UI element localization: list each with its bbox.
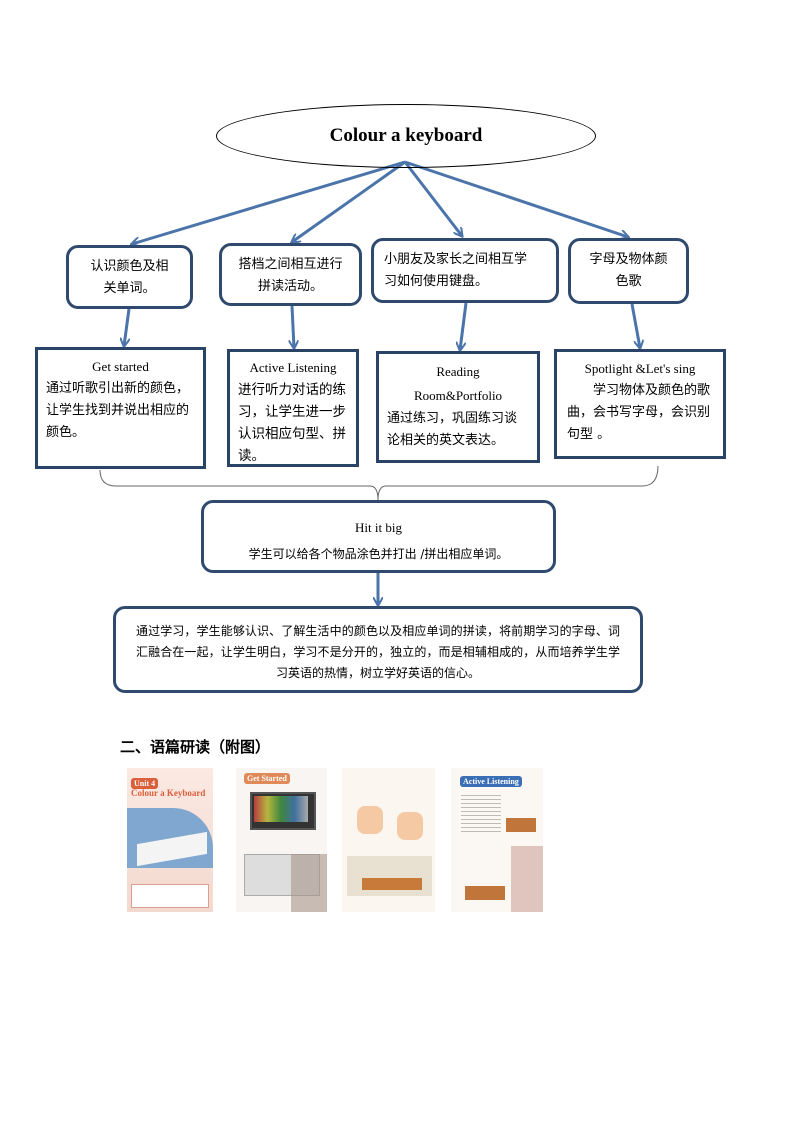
goal-node-4: 字母及物体颜 色歌 xyxy=(568,238,689,304)
arrow xyxy=(292,305,294,348)
textbook-thumbnail-1: Unit 4 Colour a Keyboard xyxy=(127,768,213,912)
summary-node: 通过学习，学生能够认识、了解生活中的颜色以及相应单词的拼读，将前期学习的字母、词… xyxy=(113,606,643,693)
merge-title: Hit it big xyxy=(355,520,402,535)
textbook-thumbnail-3 xyxy=(342,768,435,912)
thumbnail-label: Unit 4 xyxy=(131,778,159,789)
node-text: 小朋友及家长之间相互学 xyxy=(384,252,528,267)
merge-node-hit-it-big: Hit it big 学生可以给各个物品涂色并打出 /拼出相应单词。 xyxy=(201,500,556,573)
textbook-thumbnail-2: Get Started xyxy=(236,768,327,912)
node-text: 习如何使用键盘。 xyxy=(384,274,489,289)
goal-node-3: 小朋友及家长之间相互学 习如何使用键盘。 xyxy=(371,238,559,303)
goal-node-1: 认识颜色及相 关单词。 xyxy=(66,245,193,309)
node-text: 色歌 xyxy=(615,274,642,289)
thumbnail-title: Colour a Keyboard xyxy=(131,788,206,798)
node-text: 认识颜色及相 xyxy=(90,259,169,274)
activity-box-active-listening: Active Listening 进行听力对话的练习，让学生进一步认识相应句型、… xyxy=(227,349,359,467)
thumbnail-label: Get Started xyxy=(244,773,290,784)
arrow xyxy=(630,303,640,348)
arrow xyxy=(403,161,462,236)
activity-box-spotlight: Spotlight &Let's sing 学习物体及颜色的歌曲，会书写字母，会… xyxy=(554,349,726,459)
section-heading: 二、语篇研读（附图） xyxy=(120,738,271,756)
merge-text: 学生可以给各个物品涂色并打出 /拼出相应单词。 xyxy=(248,547,509,561)
activity-title: Reading Room&Portfolio xyxy=(413,364,503,403)
activity-text: 学习物体及颜色的歌曲，会书写字母，会识别句型 。 xyxy=(567,383,711,442)
activity-box-get-started: Get started 通过听歌引出新的颜色，让学生找到并说出相应的颜色。 xyxy=(35,347,206,469)
activity-text: 通过练习，巩固练习谈论相关的英文表达。 xyxy=(387,411,518,448)
arrow xyxy=(292,160,406,242)
activity-title: Spotlight &Let's sing xyxy=(584,361,696,376)
activity-title: Get started xyxy=(92,359,149,374)
activity-box-reading-room: Reading Room&Portfolio 通过练习，巩固练习谈论相关的英文表… xyxy=(376,351,540,463)
root-title: Colour a keyboard xyxy=(329,125,483,146)
arrow xyxy=(460,302,468,350)
thumbnail-label: Active Listening xyxy=(460,776,522,787)
activity-text: 进行听力对话的练习，让学生进一步认识相应句型、拼读。 xyxy=(238,382,346,464)
summary-text: 通过学习，学生能够认识、了解生活中的颜色以及相应单词的拼读，将前期学习的字母、词… xyxy=(136,624,620,680)
textbook-thumbnail-4: Active Listening xyxy=(451,768,543,912)
node-text: 拼读活动。 xyxy=(257,279,323,294)
arrow xyxy=(132,160,406,244)
brace xyxy=(99,465,659,501)
root-node: Colour a keyboard xyxy=(216,104,596,168)
node-text: 关单词。 xyxy=(103,281,156,296)
arrow xyxy=(124,308,131,346)
arrow xyxy=(404,160,628,237)
activity-title: Active Listening xyxy=(249,360,337,375)
node-text: 字母及物体颜 xyxy=(589,252,668,267)
activity-text: 通过听歌引出新的颜色，让学生找到并说出相应的颜色。 xyxy=(46,381,190,440)
goal-node-2: 搭档之间相互进行 拼读活动。 xyxy=(219,243,362,306)
node-text: 搭档之间相互进行 xyxy=(238,257,343,272)
